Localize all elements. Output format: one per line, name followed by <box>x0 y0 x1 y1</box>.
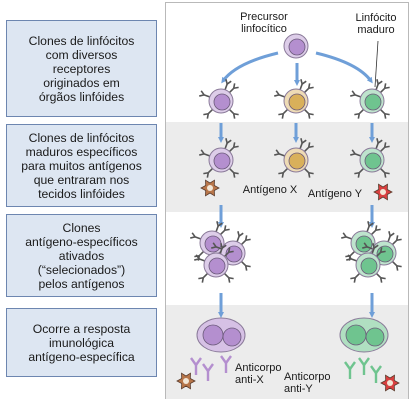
activated-green-3 <box>346 243 386 283</box>
antigen-x-bound <box>176 372 196 390</box>
antibody-x-3 <box>220 355 232 373</box>
stage-box-activated-clones: Clones antígeno-específicos ativados (“s… <box>6 214 157 297</box>
clone-yellow-row2 <box>274 138 314 178</box>
antigen-y <box>373 183 393 201</box>
arrow-to-purple-clone <box>221 51 279 84</box>
clone-purple-row1 <box>199 79 239 119</box>
clone-green-row2 <box>350 138 390 178</box>
antibody-x-label: Anticorpo anti-X <box>235 362 282 386</box>
activated-purple-2 <box>211 231 251 271</box>
clone-green-row1 <box>350 79 390 119</box>
clone-yellow-row1 <box>274 79 314 119</box>
antibody-x-1 <box>190 357 202 375</box>
antibody-y-2 <box>358 357 370 375</box>
antibody-y-1 <box>344 361 356 379</box>
antibody-y-3 <box>370 365 382 383</box>
antibody-y-label: Anticorpo anti-Y <box>284 371 331 395</box>
precursor-label: Precursor linfocítico <box>240 11 288 35</box>
antigen-x <box>200 179 220 197</box>
antigen-y-bound <box>380 374 400 392</box>
precursor-cell <box>283 33 309 59</box>
arrow-to-green-clone <box>315 51 373 84</box>
diagram-panel: Precursor linfocítico Linfócito maduro A… <box>165 2 409 399</box>
stage-box-mature-clones: Clones de linfócitos maduros específicos… <box>6 124 157 207</box>
clonal-selection-diagram <box>176 33 402 392</box>
mature-lymphocyte-label: Linfócito maduro <box>355 12 397 36</box>
activated-purple-3 <box>194 243 234 283</box>
antibody-x-2 <box>202 363 214 381</box>
mature-label-pointer <box>374 40 379 88</box>
plasma-cell-green <box>339 317 389 353</box>
antigen-y-label: Antígeno Y <box>307 188 363 200</box>
stage-box-origin: Clones de linfócitos com diversos recept… <box>6 20 157 117</box>
plasma-cell-purple <box>196 317 246 353</box>
antigen-x-label: Antígeno X <box>242 184 298 196</box>
stage-box-immune-response: Ocorre a resposta imunológica antígeno-e… <box>6 308 157 377</box>
clone-purple-row2 <box>199 138 239 178</box>
